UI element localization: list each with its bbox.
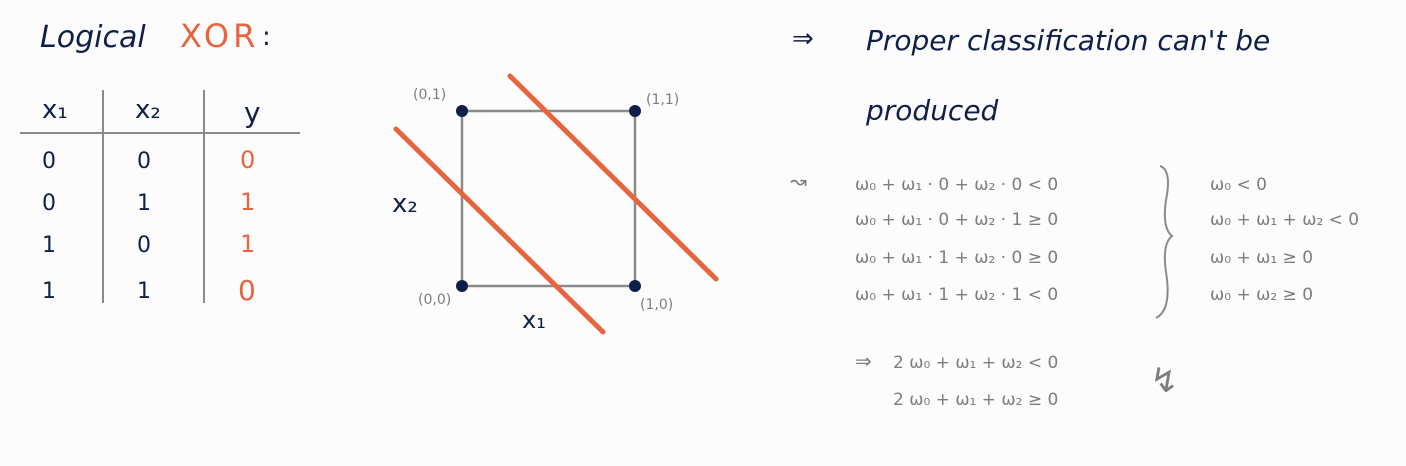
conclusion: ⇒ Proper classification can't be produce… (792, 24, 1270, 127)
table-cell: 1 (137, 191, 151, 216)
table-cell: 0 (42, 149, 56, 174)
separator-line-1 (393, 126, 606, 335)
table-cell: 1 (240, 188, 255, 216)
table-cell: 1 (42, 279, 56, 304)
table-row: 1 1 0 (42, 274, 256, 307)
table-cell: 1 (240, 230, 255, 258)
corner-label: (1,1) (646, 92, 679, 108)
table-header-x1: x₁ (42, 95, 68, 125)
corner-label: (0,1) (413, 87, 446, 103)
corner-label: (0,0) (418, 292, 451, 308)
point-1-1 (629, 105, 641, 117)
xor-plot: (0,1) (1,1) (0,0) (1,0) x₁ x₂ (392, 73, 719, 335)
inequality-left: ω₀ + ω₁ · 1 + ω₂ · 1 < 0 (855, 285, 1058, 305)
point-1-0 (629, 280, 641, 292)
title: Logical XOR : (40, 17, 271, 55)
derived: ⇒ 2 ω₀ + ω₁ + ω₂ < 0 2 ω₀ + ω₁ + ω₂ ≥ 0 … (855, 349, 1179, 410)
table-cell: 0 (238, 274, 256, 307)
table-row: 1 0 1 (42, 230, 255, 258)
table-row: 0 1 1 (42, 188, 255, 216)
contradiction-icon: ↯ (1150, 361, 1179, 401)
derived-line-1: 2 ω₀ + ω₁ + ω₂ < 0 (893, 353, 1058, 373)
conclusion-line-1: Proper classification can't be (866, 24, 1270, 57)
title-prefix: Logical (40, 20, 146, 55)
x-axis-label: x₁ (522, 306, 546, 334)
table-cell: 1 (42, 233, 56, 258)
inequality-left: ω₀ + ω₁ · 1 + ω₂ · 0 ≥ 0 (855, 248, 1058, 268)
inequality-right: ω₀ < 0 (1210, 175, 1267, 195)
inequality-left: ω₀ + ω₁ · 0 + ω₂ · 0 < 0 (855, 175, 1058, 195)
inequality-right: ω₀ + ω₁ + ω₂ < 0 (1210, 210, 1359, 230)
separator-line-2 (507, 73, 719, 282)
corner-label: (1,0) (640, 297, 673, 313)
table-cell: 0 (137, 149, 151, 174)
derived-arrow: ⇒ (855, 349, 872, 373)
table-cell: 0 (137, 233, 151, 258)
truth-table: x₁ x₂ y 0 0 0 0 1 1 1 0 1 1 1 0 (20, 90, 300, 307)
table-row: 0 0 0 (42, 146, 255, 174)
point-0-1 (456, 105, 468, 117)
table-cell: 1 (137, 279, 151, 304)
table-cell: 0 (42, 191, 56, 216)
table-cell: 0 (240, 146, 255, 174)
inequality-left: ω₀ + ω₁ · 0 + ω₂ · 1 ≥ 0 (855, 210, 1058, 230)
conclusion-line-2: produced (865, 94, 999, 127)
y-axis-label: x₂ (392, 189, 418, 219)
title-suffix: : (262, 22, 271, 52)
table-header-y: y (244, 96, 261, 129)
leads-to-arrow: ↝ (790, 169, 807, 193)
table-header-x2: x₂ (135, 95, 161, 125)
derived-line-2: 2 ω₀ + ω₁ + ω₂ ≥ 0 (893, 390, 1058, 410)
implies-arrow: ⇒ (792, 24, 814, 54)
brace-icon (1155, 165, 1174, 319)
title-highlight: XOR (180, 17, 259, 55)
unit-square (460, 109, 637, 288)
inequality-right: ω₀ + ω₂ ≥ 0 (1210, 285, 1313, 305)
inequalities: ↝ ω₀ + ω₁ · 0 + ω₂ · 0 < 0 ω₀ + ω₁ · 0 +… (790, 165, 1359, 319)
point-0-0 (456, 280, 468, 292)
inequality-right: ω₀ + ω₁ ≥ 0 (1210, 248, 1313, 268)
